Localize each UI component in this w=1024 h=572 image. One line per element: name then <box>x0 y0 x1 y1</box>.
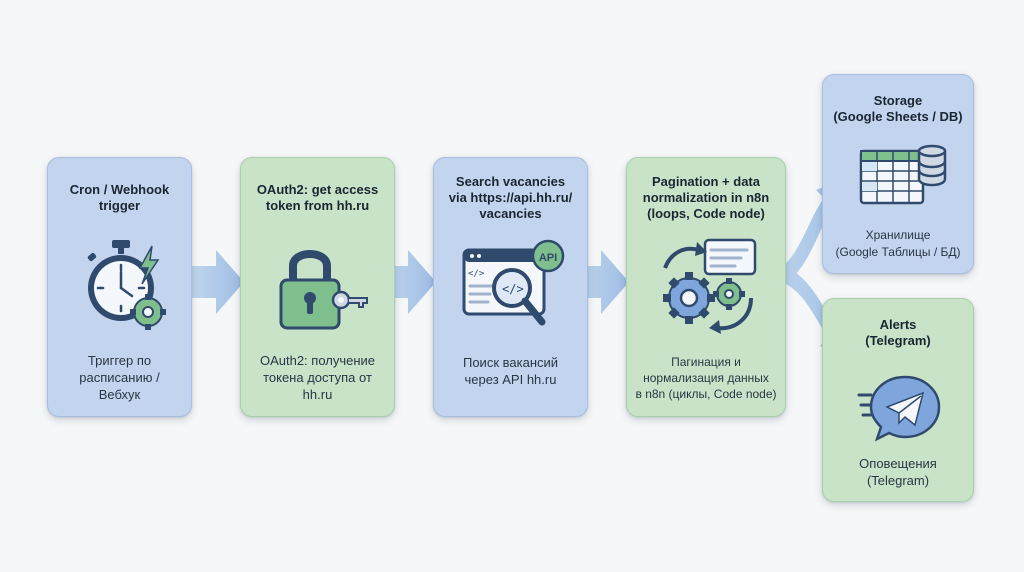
gears-cycle-icon <box>663 238 757 334</box>
step-card-pagination: Pagination + data normalization in n8n (… <box>626 157 786 417</box>
step-title: Search vacancies via https://api.hh.ru/ … <box>448 174 573 221</box>
output-card-storage: Storage (Google Sheets / DB) Хранилище (… <box>822 74 974 274</box>
output-title: Storage (Google Sheets / DB) <box>833 93 963 124</box>
svg-text:</>: </> <box>468 269 485 279</box>
padlock-key-icon <box>279 250 368 330</box>
step-caption: OAuth2: получение токена доступа от hh.r… <box>259 353 376 402</box>
arrow-right-1 <box>186 250 244 314</box>
step-caption: Поиск вакансий через API hh.ru <box>462 355 559 387</box>
spreadsheet-database-icon <box>859 144 947 205</box>
step-card-search-vacancies: Search vacancies via https://api.hh.ru/ … <box>433 157 588 417</box>
step-caption: Пагинация и нормализация данных в n8n (ц… <box>635 355 777 401</box>
step-title: OAuth2: get access token from hh.ru <box>256 182 379 213</box>
step-title: Pagination + data normalization in n8n (… <box>642 174 770 221</box>
api-badge: API <box>539 252 557 264</box>
svg-text:</>: </> <box>502 282 524 296</box>
api-search-icon: </> </> API <box>462 239 565 326</box>
step-caption: Триггер по расписанию / Вебхук <box>79 353 160 402</box>
step-card-trigger: Cron / Webhook trigger Триггер по распис… <box>47 157 192 417</box>
step-title: Cron / Webhook trigger <box>69 182 170 213</box>
telegram-icon <box>857 375 941 442</box>
output-caption: Хранилище (Google Таблицы / БД) <box>835 228 961 259</box>
stopwatch-gear-icon <box>87 240 166 330</box>
output-title: Alerts (Telegram) <box>865 317 931 348</box>
output-card-alerts: Alerts (Telegram) Оповещения (Telegram) <box>822 298 974 502</box>
output-caption: Оповещения (Telegram) <box>859 456 937 488</box>
step-card-oauth2: OAuth2: get access token from hh.ru OAut… <box>240 157 395 417</box>
